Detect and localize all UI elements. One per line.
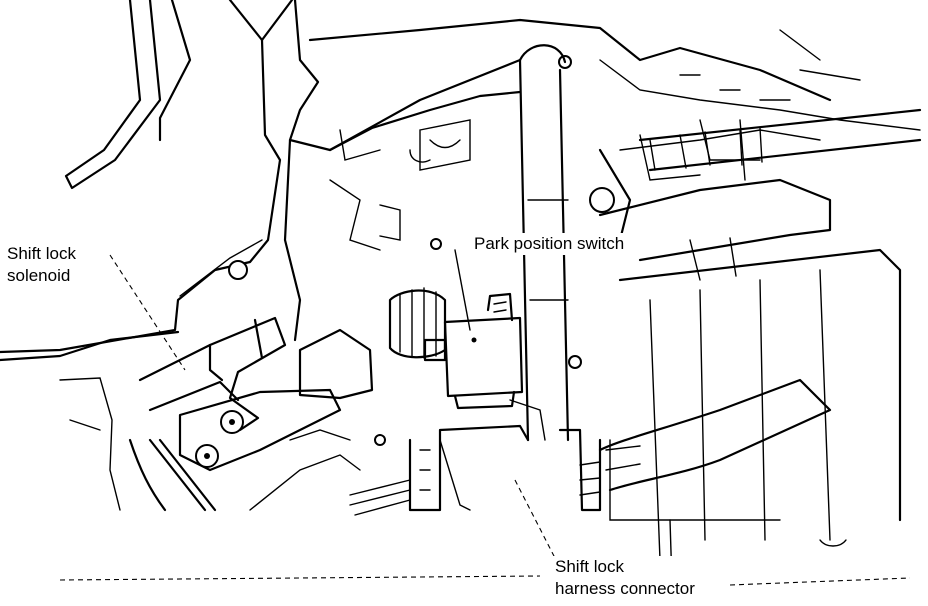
park-position-switch-label-text: Park position switch [474, 234, 625, 253]
shift-lock-solenoid [128, 316, 374, 512]
shift-lock-harness-connector-label-line2: harness connector [555, 579, 695, 598]
shift-lock-solenoid-label-line2: solenoid [7, 266, 71, 285]
shift-lock-harness-connector-label: Shift lock harness connector [553, 556, 697, 600]
shift-lock-harness-connector-label-line1: Shift lock [555, 557, 624, 576]
park-position-switch [388, 287, 524, 410]
shift-lock-solenoid-label-line1: Shift lock [7, 244, 76, 263]
body-panel-outline [0, 0, 294, 511]
bottom-edge [59, 575, 911, 586]
right-cable-housing [598, 108, 922, 561]
park-position-switch-label: Park position switch [472, 233, 627, 255]
shift-lock-solenoid-label: Shift lock solenoid [7, 243, 76, 287]
upper-frame [283, 0, 921, 342]
harness-connector [249, 399, 602, 516]
